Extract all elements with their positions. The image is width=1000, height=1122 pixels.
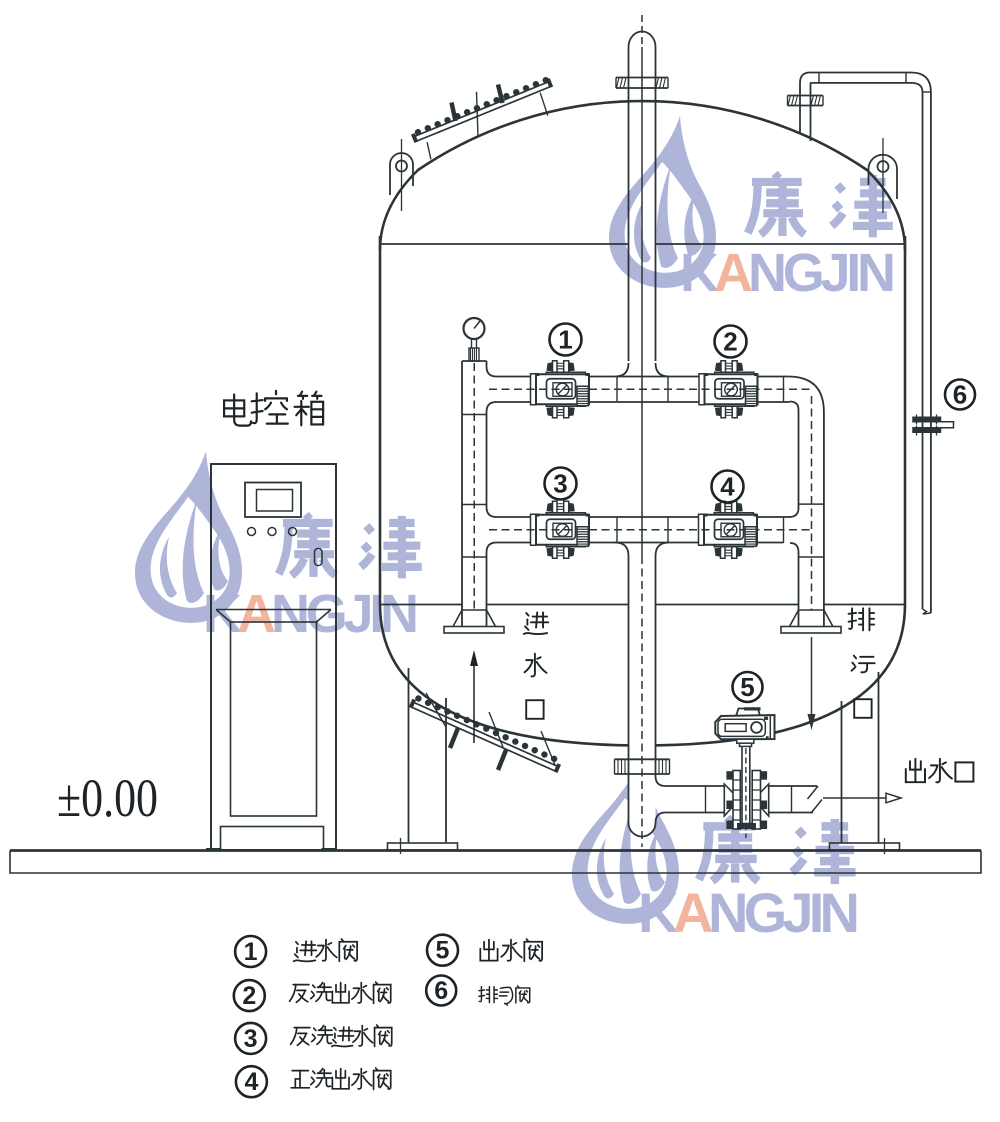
svg-text:6: 6 (434, 977, 448, 1005)
svg-text:NGJIN: NGJIN (708, 881, 860, 944)
svg-text:3: 3 (244, 1025, 258, 1053)
svg-text:A: A (714, 243, 753, 303)
svg-text:4: 4 (720, 472, 735, 502)
svg-text:±0.00: ±0.00 (57, 768, 158, 828)
svg-text:1: 1 (558, 325, 572, 355)
svg-text:A: A (673, 881, 713, 944)
svg-text:K: K (680, 243, 719, 303)
svg-text:5: 5 (740, 672, 754, 702)
svg-text:1: 1 (244, 938, 258, 966)
svg-text:K: K (638, 881, 678, 944)
svg-text:2: 2 (242, 982, 256, 1010)
svg-text:K: K (203, 584, 242, 644)
svg-text:NGJIN: NGJIN (271, 584, 419, 644)
svg-text:4: 4 (244, 1068, 258, 1096)
svg-text:5: 5 (436, 937, 450, 965)
svg-text:6: 6 (953, 380, 967, 410)
svg-text:2: 2 (723, 327, 737, 357)
svg-text:A: A (237, 584, 276, 644)
svg-text:NGJIN: NGJIN (748, 243, 896, 303)
svg-text:3: 3 (553, 469, 567, 499)
